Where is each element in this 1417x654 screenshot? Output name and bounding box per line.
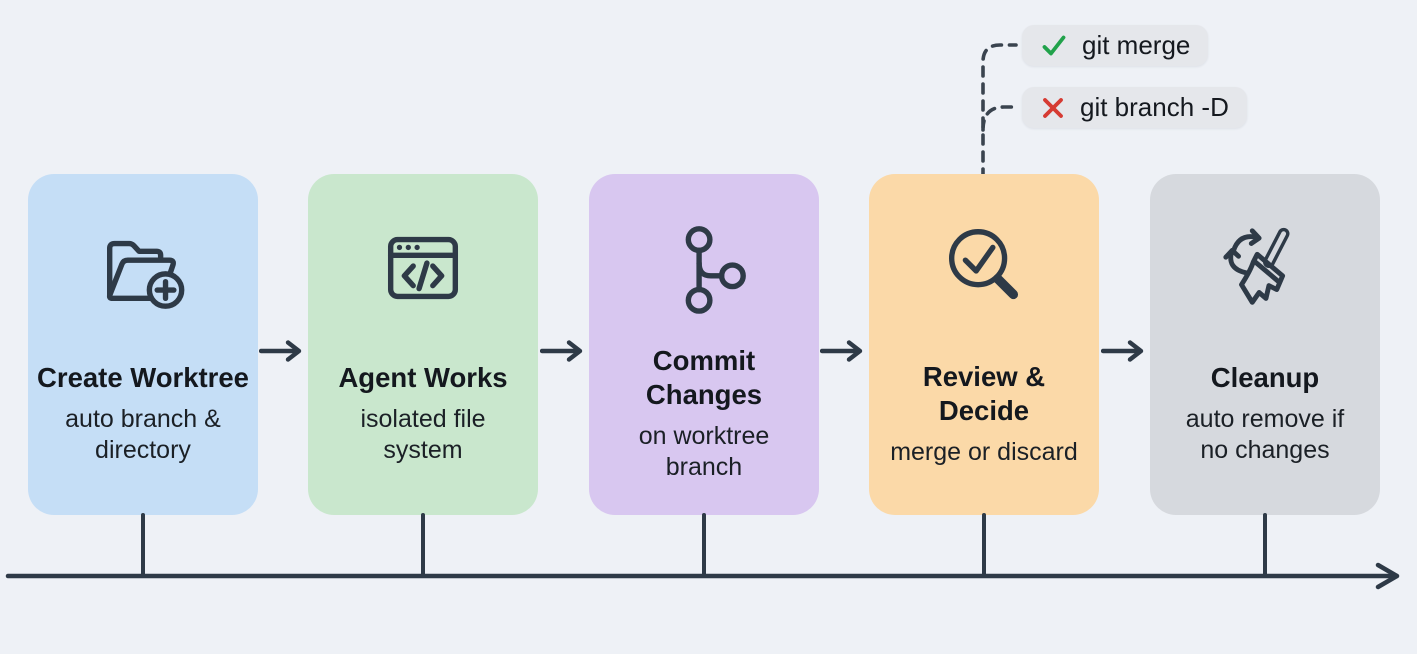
step-card-cleanup: Cleanup auto remove if no changes xyxy=(1150,174,1380,515)
step-title: Create Worktree xyxy=(37,362,249,393)
step-title: Review & Decide xyxy=(922,360,1046,426)
decision-label-text: git branch -D xyxy=(1080,92,1229,122)
decision-label-discard: git branch -D xyxy=(1022,87,1247,128)
step-card-commit-changes: Commit Changes on worktree branch xyxy=(589,174,819,515)
step-subtitle: auto branch & directory xyxy=(65,405,221,464)
step-title: Commit Changes xyxy=(645,345,763,410)
step-title: Agent Works xyxy=(338,362,508,393)
x-icon xyxy=(1043,97,1063,118)
flow-arrow-icon xyxy=(540,340,583,362)
timeline-axis xyxy=(5,513,1400,590)
step-subtitle: auto remove if no changes xyxy=(1185,405,1345,464)
step-title: Cleanup xyxy=(1210,362,1320,393)
step-subtitle: on worktree branch xyxy=(638,422,770,481)
flow-arrow-icon xyxy=(259,340,302,362)
step-card-review-decide: Review & Decide merge or discard xyxy=(869,174,1099,515)
step-subtitle: merge or discard xyxy=(890,437,1078,466)
flow-arrow-icon xyxy=(1101,340,1144,362)
code-window-icon xyxy=(375,218,471,318)
flow-arrow-icon xyxy=(820,340,863,362)
timeline-connector-lines xyxy=(141,513,1267,578)
decision-label-text: git merge xyxy=(1082,30,1191,60)
step-card-create-worktree: Create Worktree auto branch & directory xyxy=(28,174,258,515)
magnifier-check-icon xyxy=(936,218,1032,318)
step-card-agent-works: Agent Works isolated file system xyxy=(308,174,538,515)
decision-label-merge: git merge xyxy=(1022,25,1209,66)
broom-recycle-icon xyxy=(1217,218,1313,318)
folder-plus-icon xyxy=(95,218,191,318)
check-icon xyxy=(1042,35,1066,55)
step-subtitle: isolated file system xyxy=(360,405,486,464)
timeline-arrow xyxy=(5,562,1400,590)
git-branch-icon xyxy=(656,218,752,318)
